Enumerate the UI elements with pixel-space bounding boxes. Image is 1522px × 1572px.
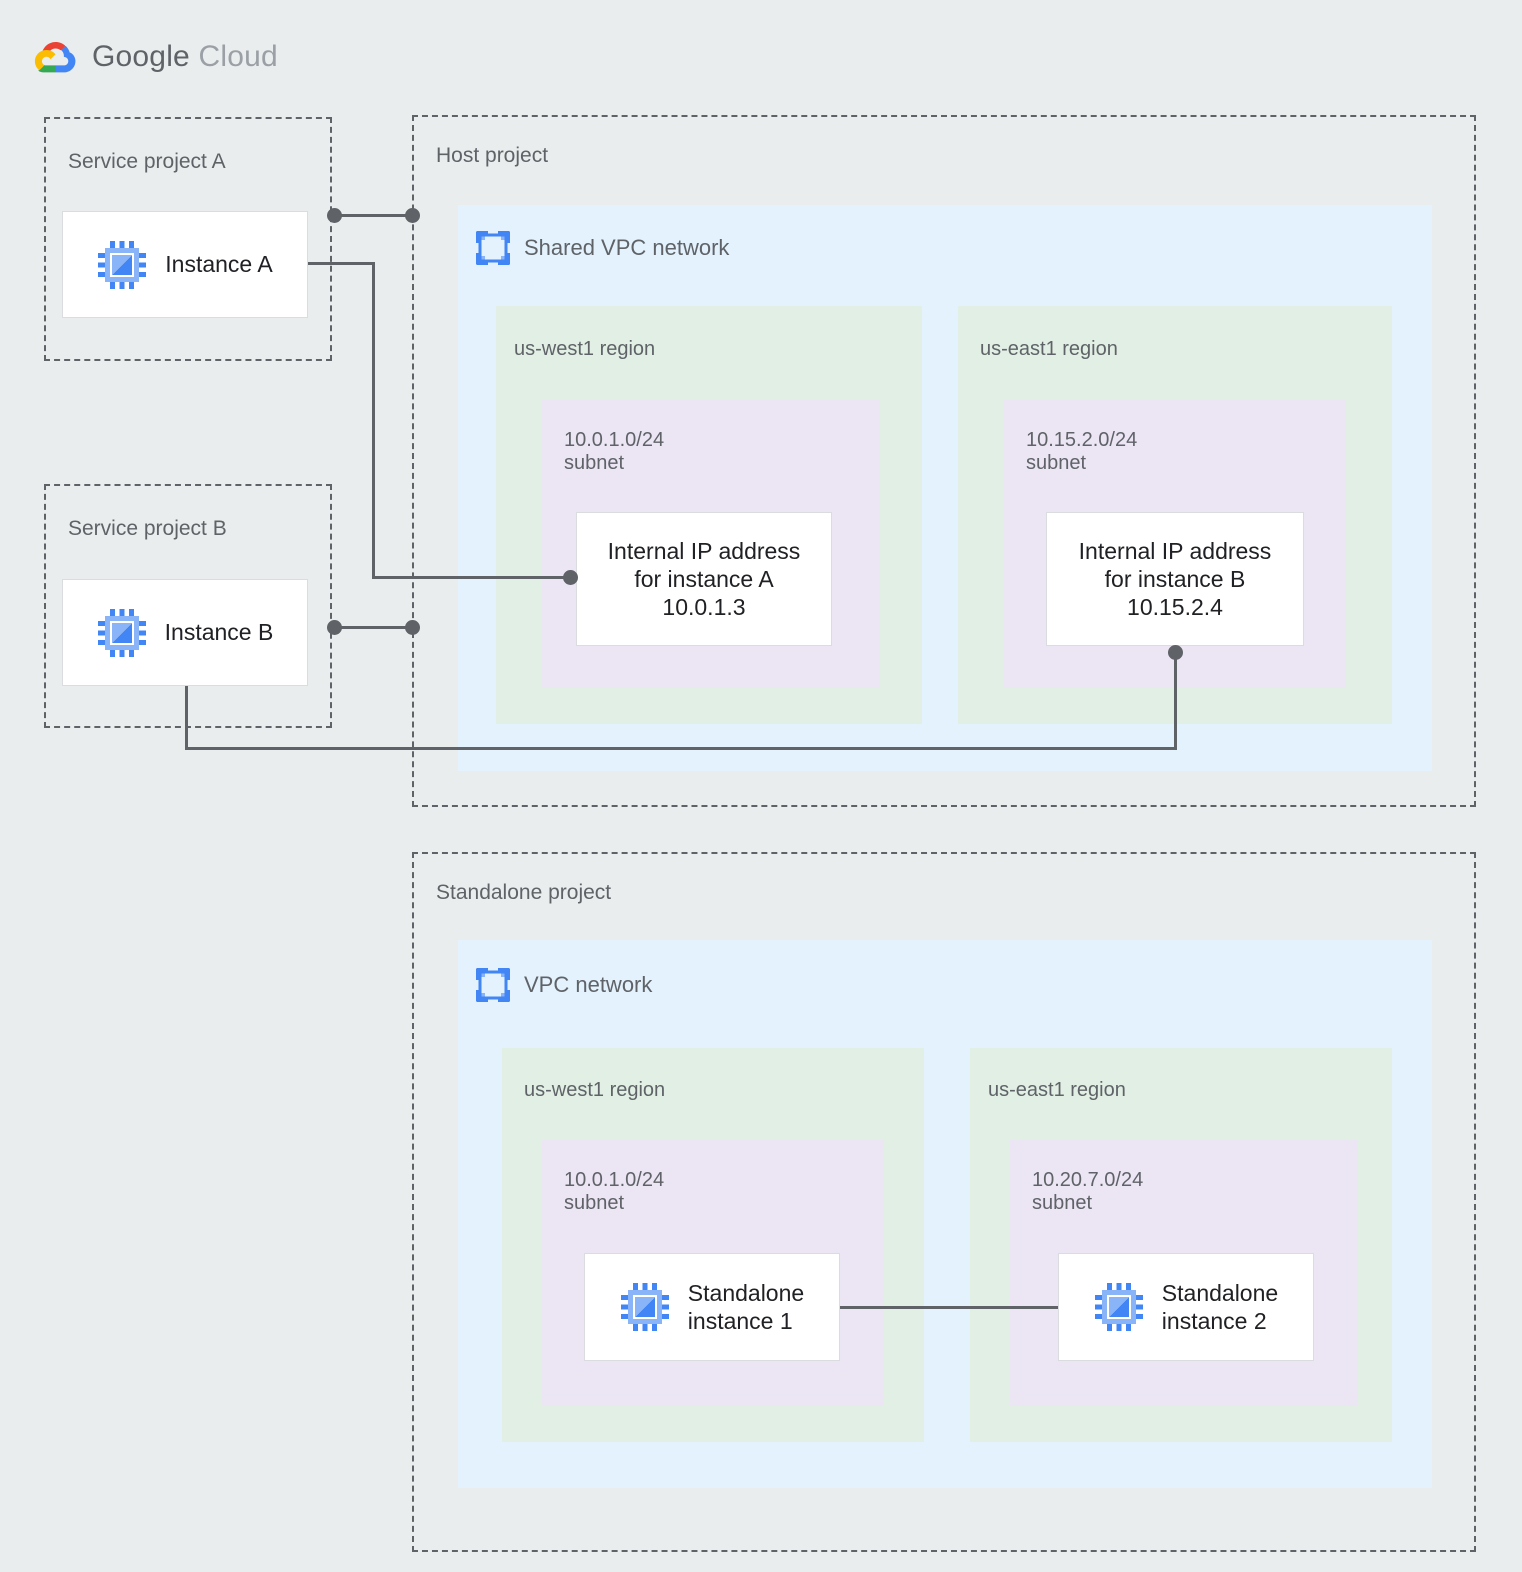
google-cloud-logo: Google Cloud	[34, 38, 278, 76]
service-project-a-container: Service project A	[44, 117, 332, 361]
host-us-east1-region-label: us-east1 region	[980, 338, 1118, 360]
connector-standalone-1-to-2	[840, 1306, 1058, 1309]
standalone-instance-2-label: Standalone instance 2	[1161, 1279, 1279, 1334]
host-project-container: Host project	[412, 115, 1476, 807]
vpc-network-icon	[476, 231, 510, 265]
vpc-network-icon	[476, 968, 510, 1002]
instance-b-label: Instance B	[164, 619, 274, 646]
instance-b-card[interactable]: Instance B	[62, 579, 308, 686]
connector-instance-b-v2	[1174, 652, 1177, 750]
internal-ip-instance-b-text: Internal IP address for instance B 10.15…	[1078, 537, 1272, 621]
standalone-project-label: Standalone project	[436, 881, 612, 904]
vpc-network-header: VPC network	[476, 968, 652, 1002]
standalone-instance-2-card[interactable]: Standalone instance 2	[1058, 1253, 1314, 1361]
instance-a-label: Instance A	[165, 251, 273, 278]
connector-instance-b-h1	[185, 747, 1177, 750]
service-project-b-label: Service project B	[68, 517, 227, 540]
standalone-instance-1-label: Standalone instance 1	[687, 1279, 805, 1334]
compute-instance-icon	[620, 1282, 670, 1332]
service-project-a-label: Service project A	[68, 150, 226, 173]
service-project-b-container: Service project B	[44, 484, 332, 728]
vpc-network-label: VPC network	[524, 972, 653, 997]
connector-instance-a-target-dot	[563, 570, 578, 585]
host-us-east1-subnet-label: 10.15.2.0/24 subnet	[1026, 429, 1138, 474]
connector-instance-b-v1	[185, 686, 188, 750]
standalone-instance-1-card[interactable]: Standalone instance 1	[584, 1253, 840, 1361]
compute-instance-icon	[97, 608, 147, 658]
internal-ip-instance-b-card[interactable]: Internal IP address for instance B 10.15…	[1046, 512, 1304, 646]
compute-instance-icon	[97, 240, 147, 290]
shared-vpc-network-header: Shared VPC network	[476, 231, 729, 265]
standalone-us-west1-region-label: us-west1 region	[524, 1079, 666, 1101]
google-cloud-wordmark: Google Cloud	[92, 40, 278, 74]
connector-instance-a-h2	[372, 576, 576, 579]
wordmark-cloud: Cloud	[198, 40, 278, 73]
connector-instance-b-target-dot	[1168, 645, 1183, 660]
connector-service-b-endpoint-dot	[327, 620, 342, 635]
connector-host-endpoint-dot-a	[405, 208, 420, 223]
internal-ip-instance-a-text: Internal IP address for instance A 10.0.…	[607, 537, 801, 621]
standalone-us-east1-subnet-label: 10.20.7.0/24 subnet	[1032, 1169, 1144, 1214]
connector-host-endpoint-dot-b	[405, 620, 420, 635]
host-project-label: Host project	[436, 144, 549, 167]
connector-instance-a-v1	[372, 262, 375, 579]
standalone-project-container: Standalone project	[412, 852, 1476, 1552]
standalone-us-east1-region-label: us-east1 region	[988, 1079, 1126, 1101]
standalone-us-west1-subnet-label: 10.0.1.0/24 subnet	[564, 1169, 665, 1214]
instance-a-card[interactable]: Instance A	[62, 211, 308, 318]
host-us-west1-region-label: us-west1 region	[514, 338, 656, 360]
connector-service-a-endpoint-dot	[327, 208, 342, 223]
internal-ip-instance-a-card[interactable]: Internal IP address for instance A 10.0.…	[576, 512, 832, 646]
shared-vpc-network-label: Shared VPC network	[524, 235, 730, 260]
connector-instance-a-h1	[308, 262, 375, 265]
compute-instance-icon	[1094, 1282, 1144, 1332]
connector-service-a-to-host-line	[334, 214, 412, 217]
wordmark-google: Google	[92, 40, 190, 73]
google-cloud-logo-icon	[34, 38, 78, 76]
host-us-west1-subnet-label: 10.0.1.0/24 subnet	[564, 429, 665, 474]
connector-service-b-to-host-line	[334, 626, 412, 629]
